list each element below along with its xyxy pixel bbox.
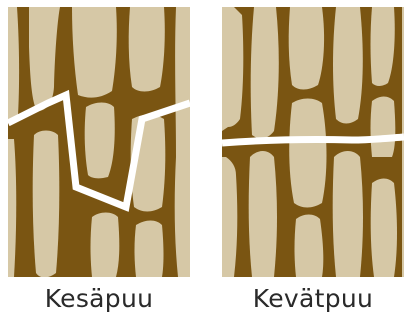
cell-lumen xyxy=(371,97,396,158)
cell-lumen xyxy=(289,7,324,90)
cell-lumen xyxy=(129,7,165,92)
cell-lumen xyxy=(251,7,279,138)
cell-lumen xyxy=(222,7,243,131)
cell-lumen xyxy=(8,7,19,119)
fracture-line xyxy=(222,137,404,143)
cell-lumen xyxy=(85,103,115,179)
cell-lumen xyxy=(135,221,164,278)
cell-lumen xyxy=(33,131,60,278)
cell-lumen xyxy=(295,215,324,278)
kesapuu-caption: Kesäpuu xyxy=(8,284,190,314)
cell-lumen xyxy=(8,139,16,277)
cell-lumen xyxy=(249,151,277,277)
kesapuu-diagram xyxy=(8,7,190,277)
cell-lumen xyxy=(333,151,363,277)
cell-lumen xyxy=(72,7,117,98)
cell-lumen xyxy=(222,157,237,277)
cell-lumen xyxy=(371,179,397,278)
kevatpuu-diagram xyxy=(222,7,404,277)
cell-lumen xyxy=(175,7,190,277)
cell-lumen xyxy=(289,99,326,208)
cell-lumen xyxy=(91,213,120,278)
cell-lumens xyxy=(8,7,190,277)
kevatpuu-caption: Kevätpuu xyxy=(222,284,404,314)
cell-lumen xyxy=(333,7,363,124)
cell-lumen xyxy=(402,7,404,277)
